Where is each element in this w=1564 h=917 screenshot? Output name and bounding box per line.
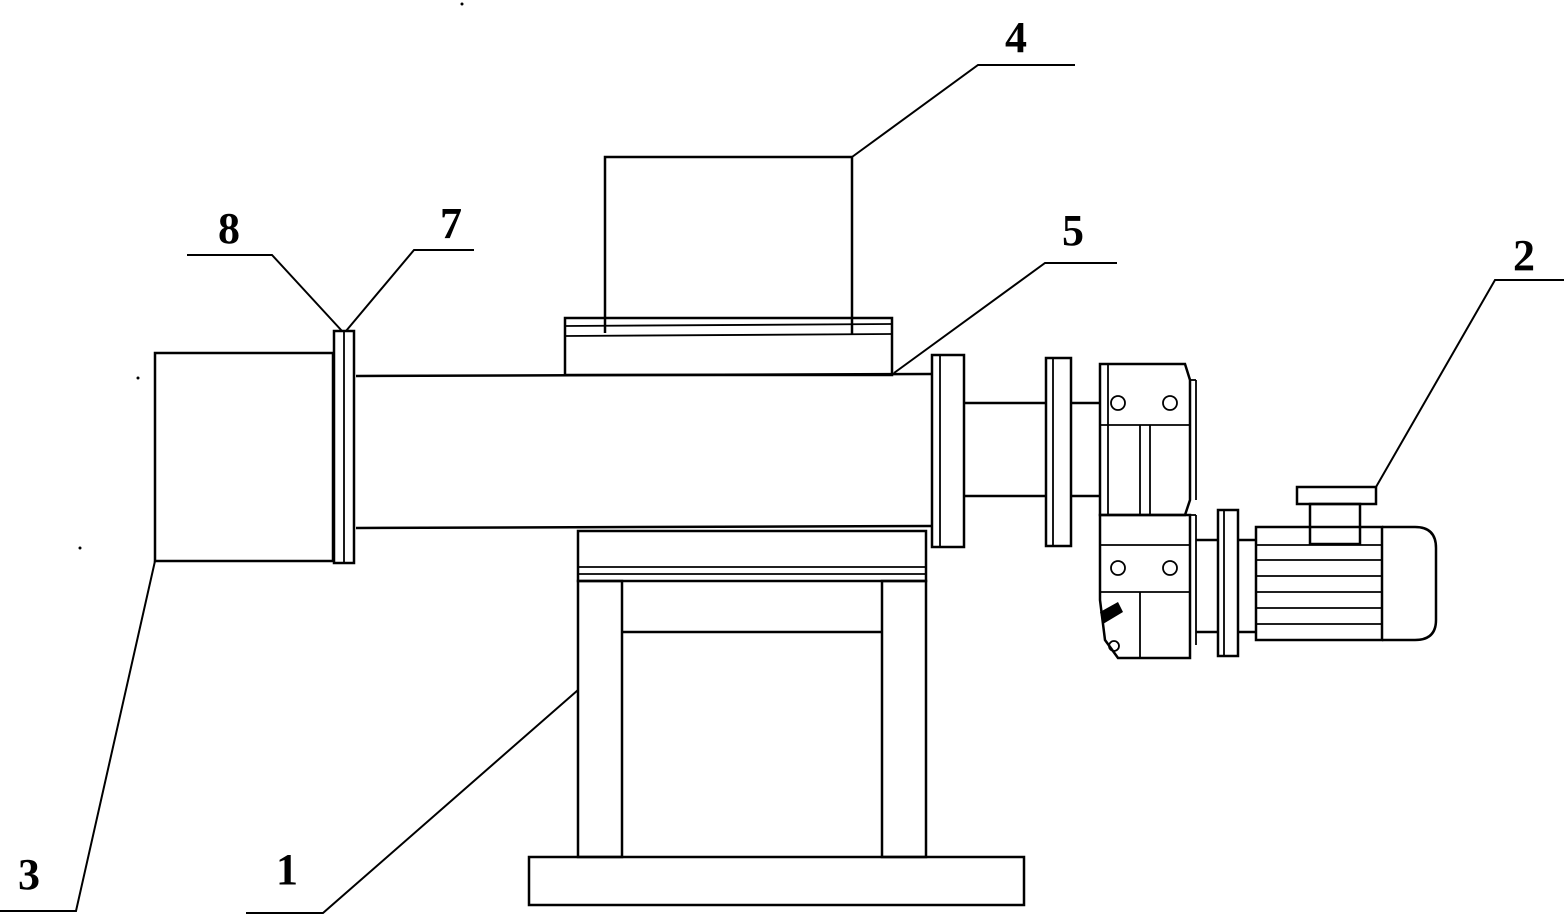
leader-2 — [1375, 279, 1564, 488]
end-flange — [930, 353, 1046, 549]
feed-hopper — [563, 155, 894, 377]
label-2: 2 — [1513, 231, 1535, 280]
leader-4 — [851, 64, 1075, 158]
label-5: 5 — [1062, 206, 1084, 255]
discharge-head — [153, 351, 335, 563]
leader-5 — [893, 262, 1117, 374]
flange-pair — [332, 329, 356, 565]
leader-3 — [0, 560, 156, 912]
label-3: 3 — [18, 850, 40, 899]
label-8: 8 — [218, 204, 240, 253]
leader-7 — [345, 249, 474, 332]
gearbox — [1098, 362, 1197, 660]
coupling — [1044, 356, 1100, 548]
leader-8 — [187, 254, 343, 332]
leader-1 — [246, 689, 579, 914]
drive-motor — [1254, 485, 1438, 642]
stray-dot — [78, 546, 82, 550]
barrel — [355, 372, 933, 530]
label-4: 4 — [1005, 13, 1027, 62]
frame — [527, 529, 1026, 907]
motor-flange — [1196, 508, 1256, 658]
stray-dot — [136, 376, 140, 380]
stray-dot — [460, 2, 464, 6]
label-7: 7 — [440, 199, 462, 248]
leader-lines — [0, 64, 1564, 914]
label-1: 1 — [276, 845, 298, 894]
